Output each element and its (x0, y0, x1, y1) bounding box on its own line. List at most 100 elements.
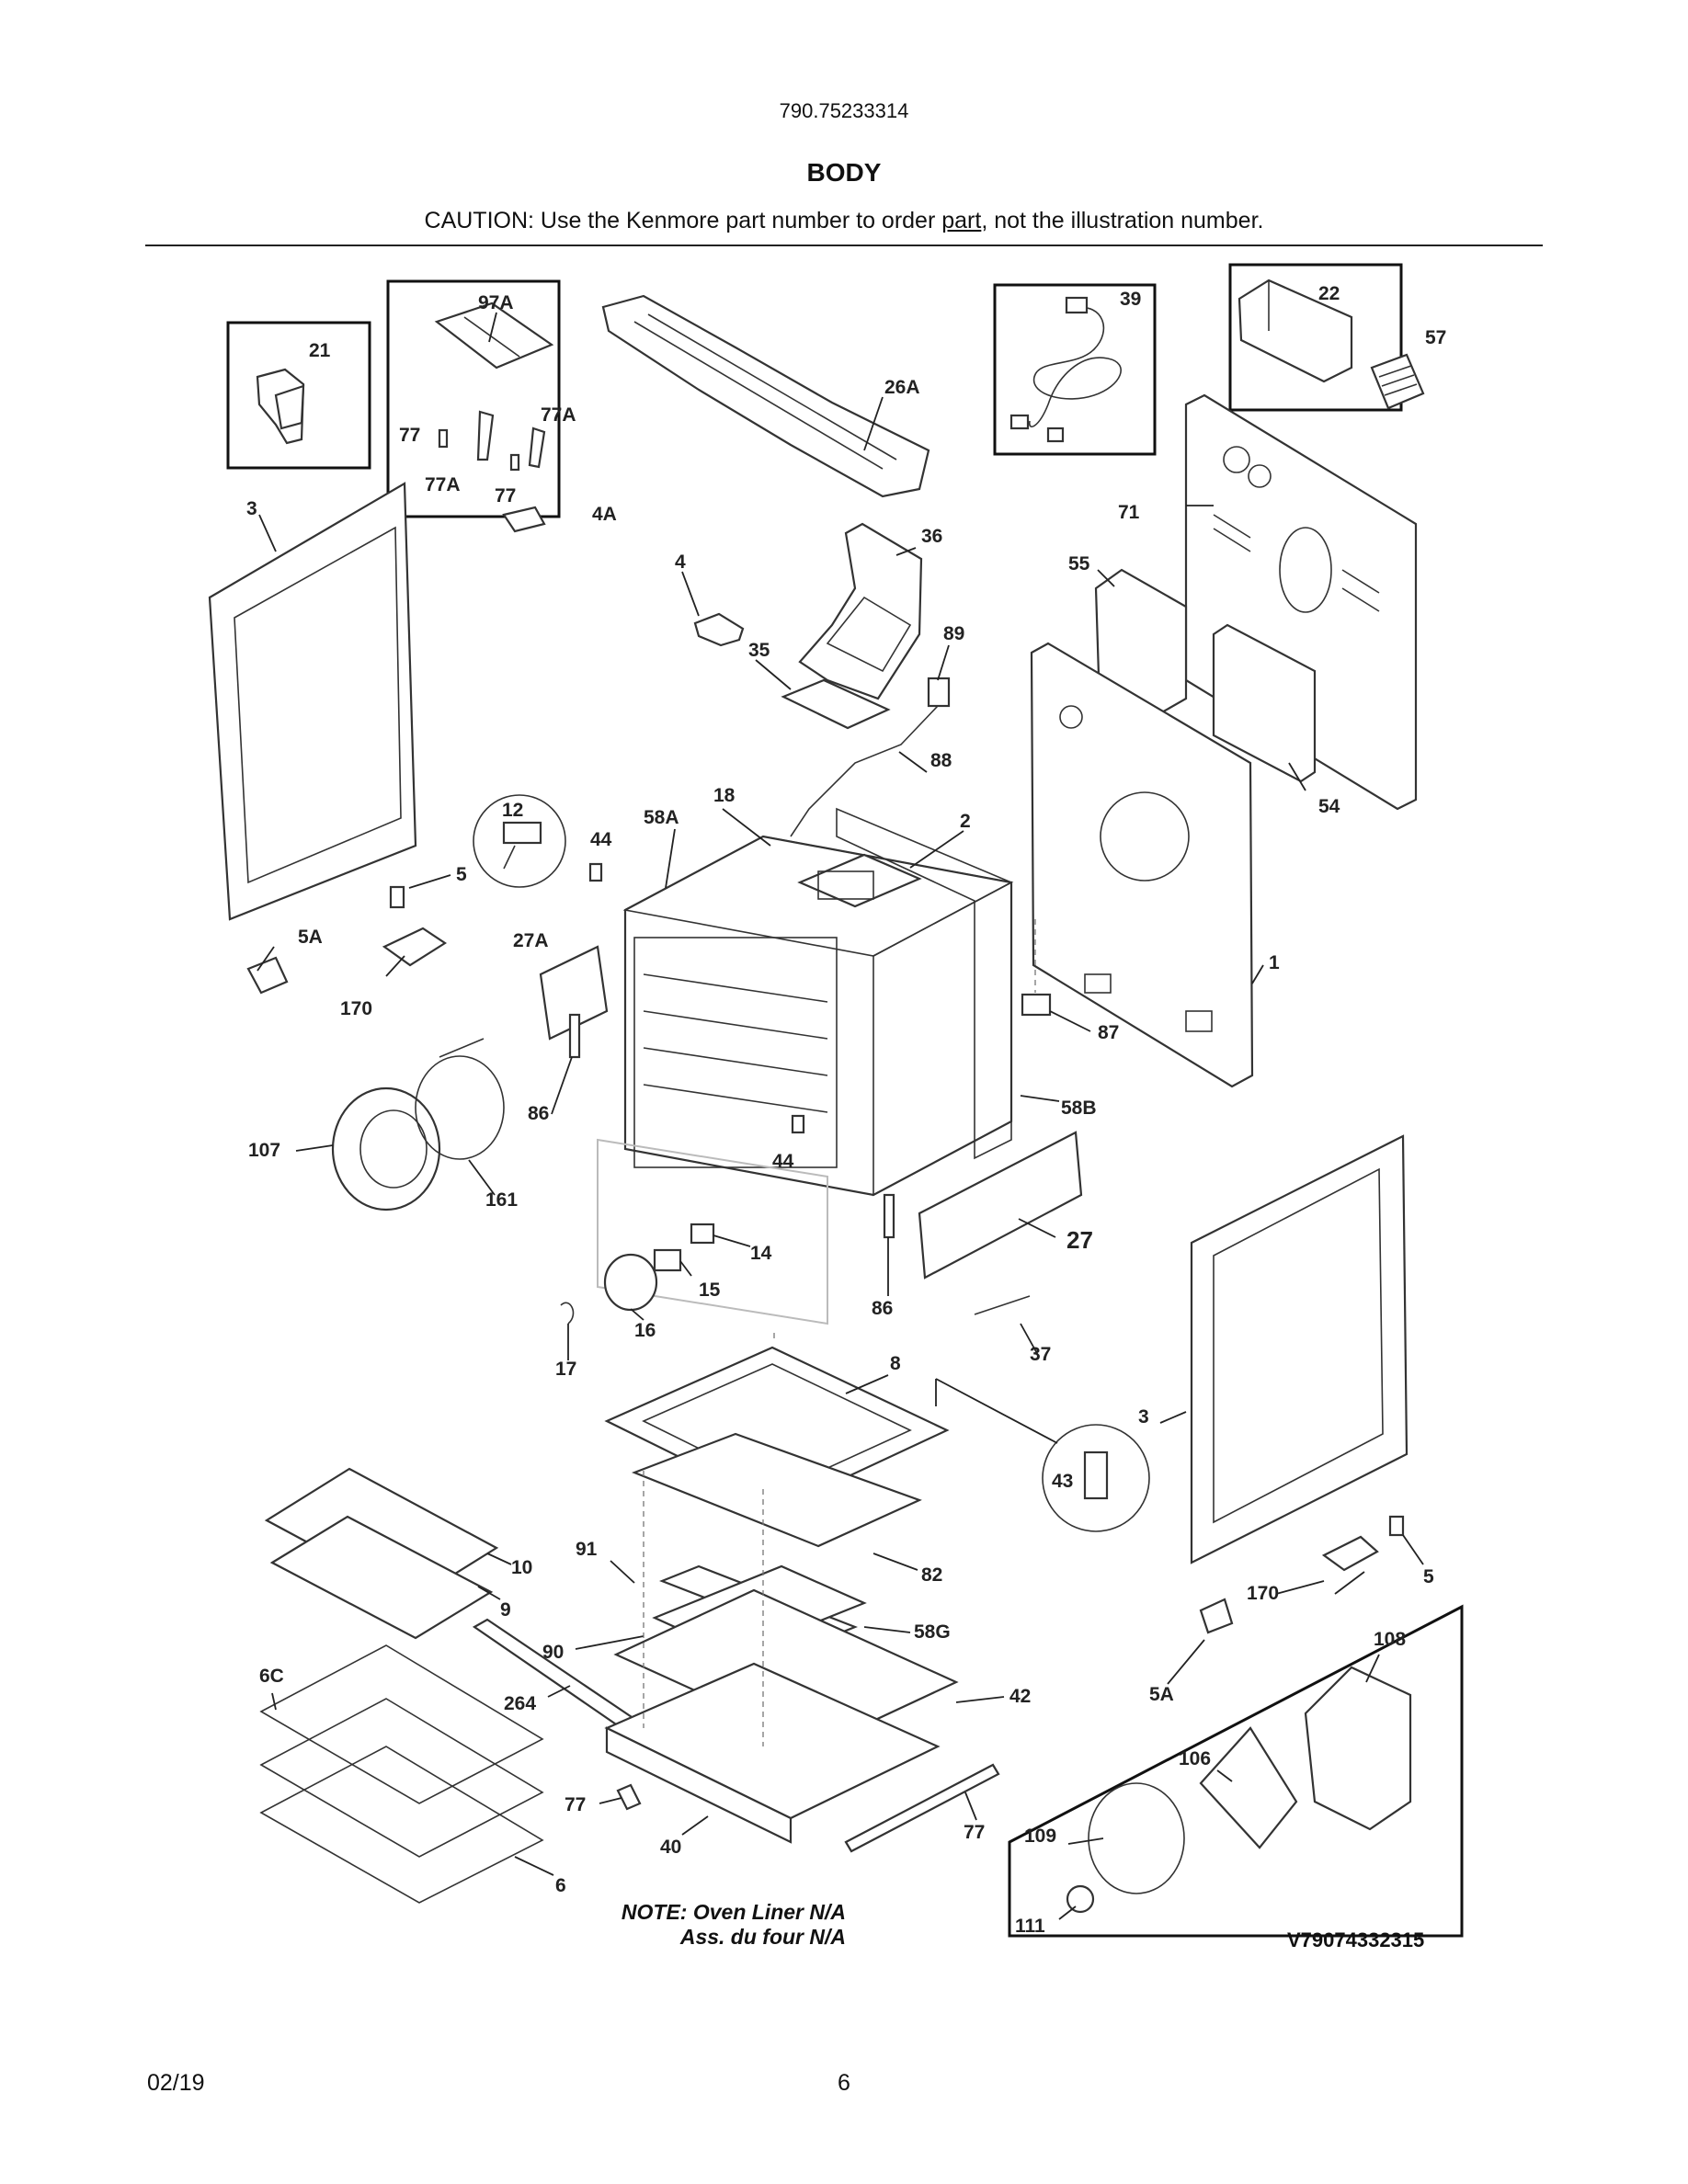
callout-39: 39 (1120, 289, 1141, 310)
callout-37: 37 (1030, 1344, 1051, 1365)
callout-43: 43 (1052, 1471, 1073, 1492)
callout-9: 9 (500, 1599, 511, 1621)
left-hinge-parts (246, 885, 448, 995)
callout-2: 2 (960, 811, 971, 832)
part-21-bracket (256, 368, 305, 445)
inset-box-fan (1008, 1604, 1464, 1938)
part-27a-rail (539, 945, 609, 1059)
callout-18: 18 (713, 785, 736, 806)
callout-97a: 97A (478, 292, 514, 313)
caution-prefix: CAUTION: Use the Kenmore part number to … (424, 208, 942, 233)
callout-108: 108 (1374, 1629, 1406, 1650)
header-rule (145, 245, 1543, 246)
callout-88: 88 (930, 750, 952, 771)
callout-58a: 58A (644, 807, 679, 828)
part-4-clip (693, 612, 745, 647)
callout-1: 1 (1269, 952, 1280, 973)
model-number: 790.75233314 (779, 99, 909, 122)
callout-40: 40 (660, 1837, 681, 1858)
part-97a-board (434, 301, 554, 533)
callout-35: 35 (748, 640, 770, 661)
callout-14: 14 (750, 1243, 772, 1264)
inset-boxes (226, 263, 1464, 1938)
leader-lines (257, 312, 1424, 1920)
part-9-broiler-pan (269, 1515, 494, 1640)
part-1-rear-panel (1030, 642, 1254, 1088)
callout-109: 109 (1024, 1826, 1056, 1847)
fan-motor-parts (1066, 1666, 1412, 1914)
callout-107: 107 (248, 1140, 280, 1161)
callout-36: 36 (921, 526, 942, 547)
callout-5-b: 5 (1423, 1566, 1434, 1587)
part-3-right-side-panel (1190, 1134, 1409, 1564)
callout-77-a: 77 (399, 425, 420, 446)
callout-57: 57 (1425, 327, 1446, 348)
callout-89: 89 (943, 623, 964, 644)
diagram-reference: V79074332315 (1287, 1928, 1425, 1951)
callout-27a: 27A (513, 930, 549, 951)
callout-77a-a: 77A (541, 404, 576, 426)
callout-4: 4 (675, 552, 686, 573)
callout-27: 27 (1066, 1226, 1093, 1254)
callout-170-b: 170 (1247, 1583, 1279, 1604)
callout-12: 12 (502, 800, 523, 821)
callout-17: 17 (555, 1359, 576, 1380)
callout-6: 6 (555, 1875, 566, 1896)
callout-5-a: 5 (456, 864, 467, 885)
part-6-oven-racks (259, 1644, 544, 1904)
caution-link[interactable]: part (941, 208, 982, 233)
part-89-88-sensor (790, 677, 951, 837)
callout-77-b: 77 (495, 485, 516, 506)
callout-170-a: 170 (340, 998, 372, 1019)
oven-cavity-assembly (597, 807, 1014, 1325)
note-line-1: NOTE: Oven Liner N/A (621, 1900, 846, 1924)
note-line-2: Ass. du four N/A (679, 1925, 846, 1949)
light-assembly-parts (560, 1223, 715, 1325)
part-39-cord (1009, 296, 1122, 443)
callout-55: 55 (1068, 553, 1090, 574)
callout-10: 10 (511, 1557, 532, 1578)
part-43-inset (1042, 1424, 1150, 1532)
callout-21: 21 (309, 340, 331, 361)
callout-6c: 6C (259, 1666, 284, 1687)
callout-58b: 58B (1061, 1098, 1097, 1119)
alignment-lines (643, 919, 1036, 1746)
callout-16: 16 (634, 1320, 656, 1341)
part-35-plate (781, 678, 891, 730)
part-3-left-side-panel (208, 482, 417, 921)
footer-date: 02/19 (147, 2070, 205, 2096)
callout-71: 71 (1118, 502, 1140, 523)
callout-111: 111 (1015, 1916, 1045, 1937)
callout-3-a: 3 (246, 498, 257, 519)
part-57-vent-cover (1370, 353, 1425, 410)
callout-90: 90 (542, 1642, 564, 1663)
callout-5a-b: 5A (1149, 1684, 1174, 1705)
callout-106: 106 (1179, 1748, 1211, 1769)
callout-3-b: 3 (1138, 1406, 1149, 1428)
part-27-rail (883, 1131, 1083, 1315)
part-26a-bracket (601, 294, 930, 498)
callout-264: 264 (504, 1693, 536, 1714)
inset-box-97a (386, 279, 561, 518)
callout-77a-b: 77A (425, 474, 461, 495)
part-87-terminal (1021, 993, 1052, 1017)
callout-22: 22 (1318, 283, 1340, 304)
inset-box-39 (993, 283, 1157, 456)
inset-box-22 (1228, 263, 1403, 412)
part-22-housing (1237, 279, 1353, 383)
footer-page-number: 6 (838, 2070, 850, 2096)
section-title: BODY (806, 158, 882, 187)
callout-44-b: 44 (772, 1151, 794, 1172)
part-36-duct (798, 522, 923, 700)
callout-77-d: 77 (964, 1822, 985, 1843)
callout-44-a: 44 (590, 829, 612, 850)
callout-86-b: 86 (872, 1298, 893, 1319)
callout-87: 87 (1098, 1022, 1119, 1043)
caution-suffix: , not the illustration number. (981, 208, 1264, 233)
callout-161: 161 (485, 1189, 518, 1211)
inset-box-21 (226, 321, 371, 470)
right-hinge-parts (1199, 1515, 1405, 1634)
callout-82: 82 (921, 1564, 942, 1586)
callout-15: 15 (699, 1280, 721, 1301)
